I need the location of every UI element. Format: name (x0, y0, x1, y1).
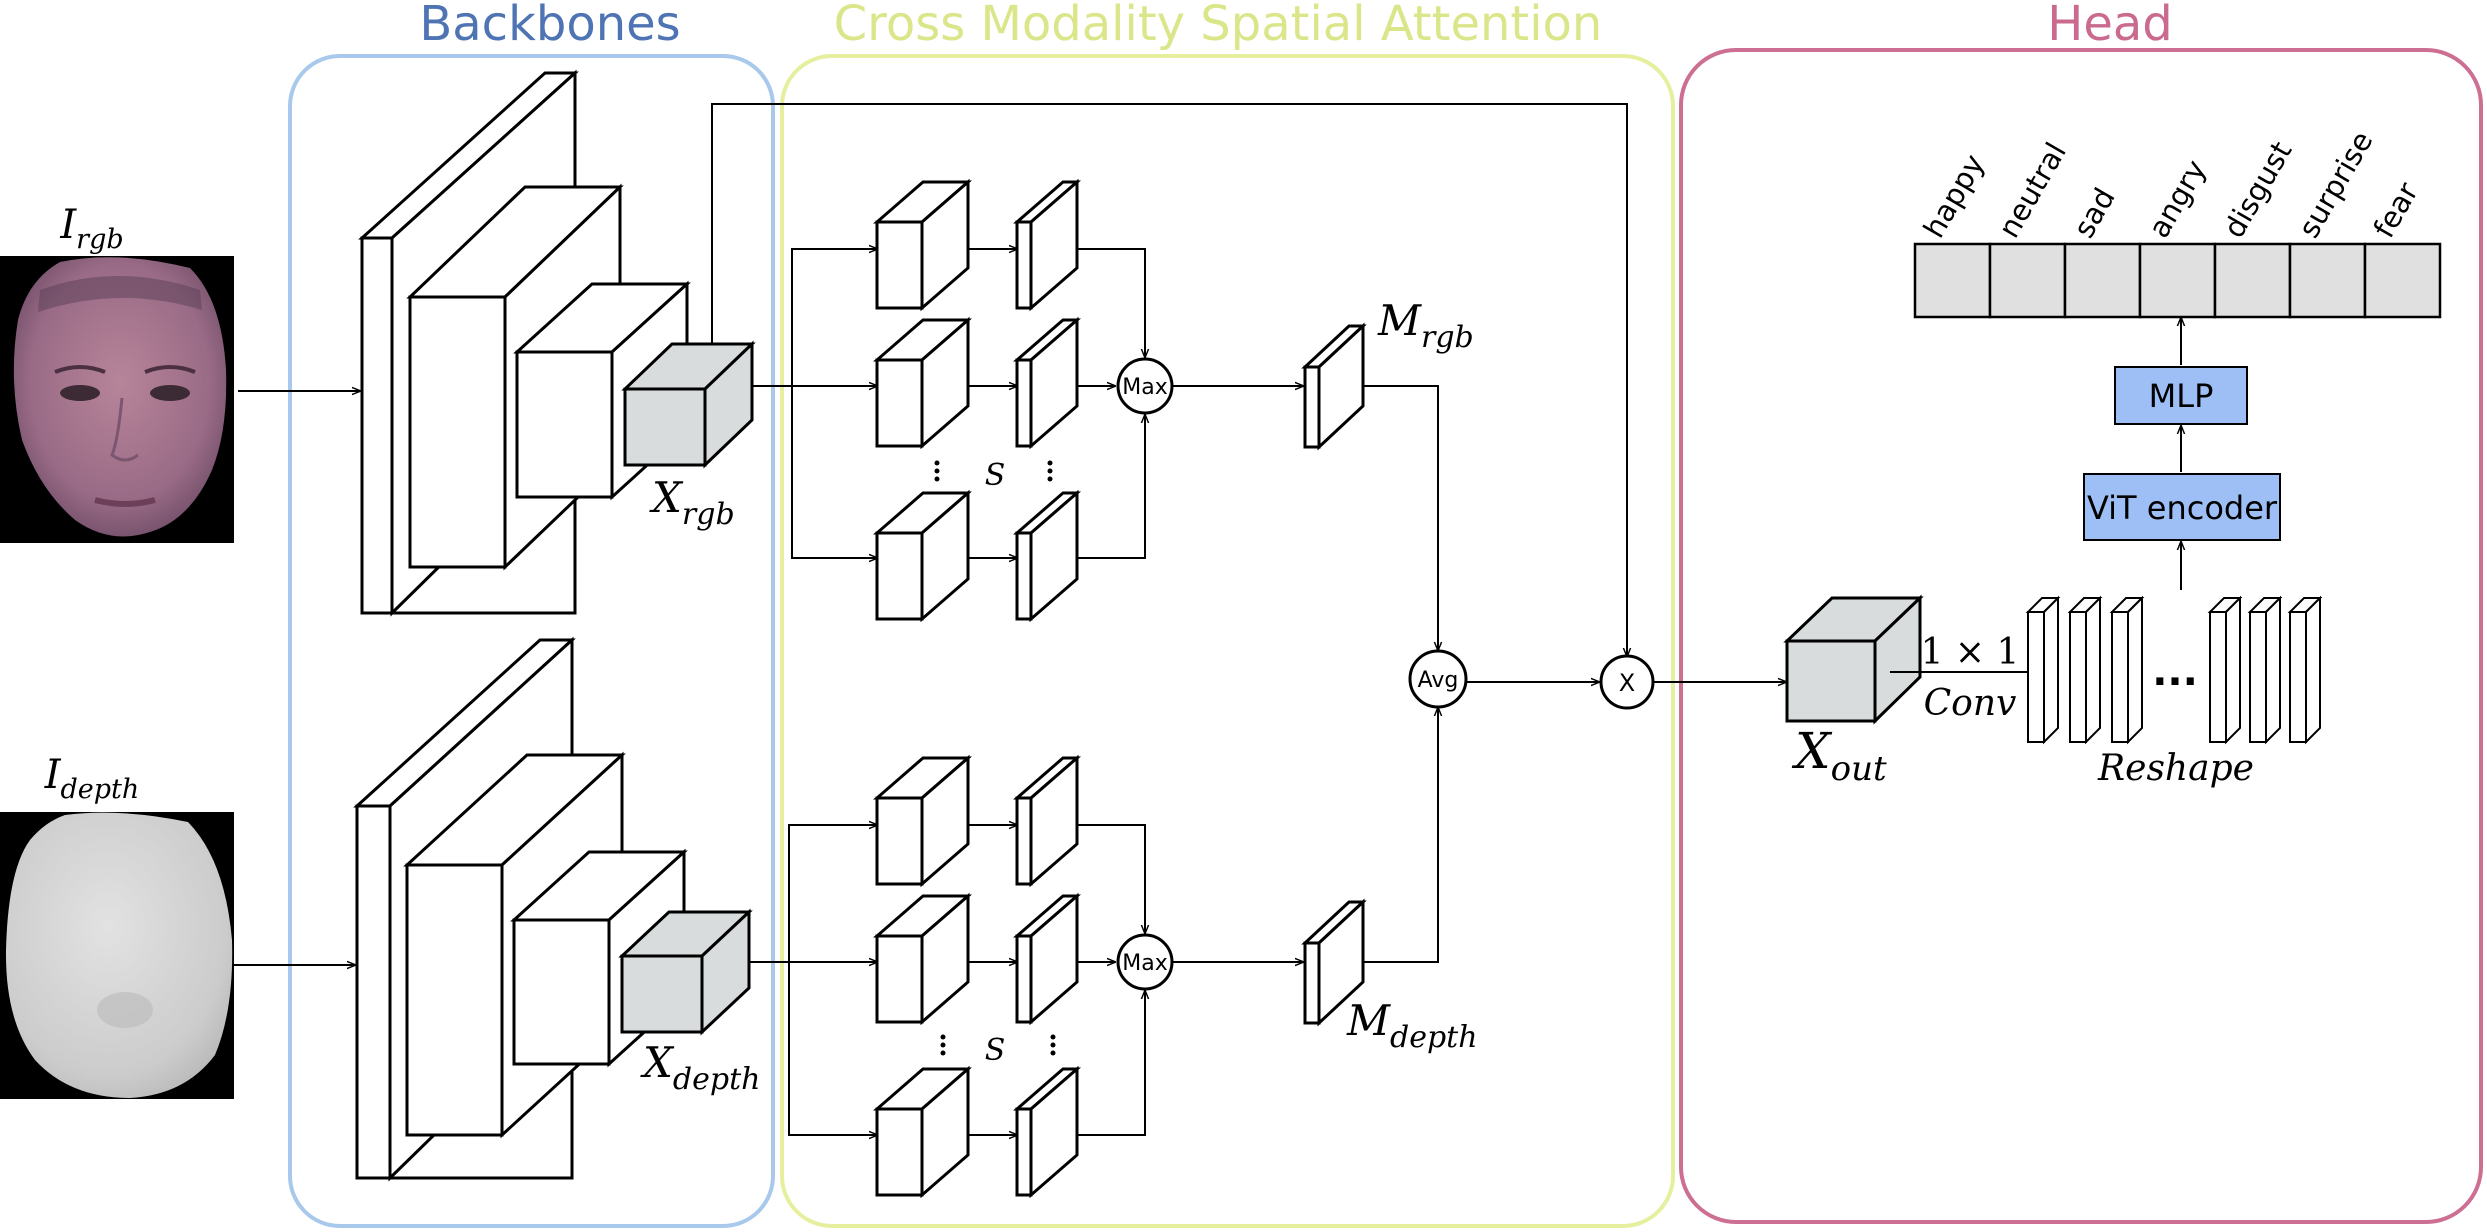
x-out-label: Xout (1791, 722, 1887, 789)
class-cell-angry (2138, 242, 2217, 319)
rgb-conv-block-1 (872, 178, 973, 312)
class-label-sad: sad (2067, 182, 2122, 243)
x-depth-label: Xdepth (640, 1038, 760, 1097)
token-2 (2067, 595, 2103, 745)
token-4 (2207, 595, 2243, 745)
depth-attention-branches (749, 708, 1438, 1135)
token-5 (2247, 595, 2283, 745)
rgb-slab-2 (1012, 316, 1082, 450)
class-cell-surprise (2288, 242, 2367, 319)
vit-encoder-box (2083, 473, 2281, 541)
depth-slab-2 (1012, 892, 1082, 1026)
class-output-bar (1913, 242, 2442, 319)
mlp-box (2114, 366, 2248, 425)
m-rgb-slab (1301, 322, 1367, 451)
m-depth-slab (1301, 898, 1367, 1027)
depth-conv-block-1 (872, 754, 973, 888)
class-cell-fear (2363, 242, 2442, 319)
svg-text:S: S (985, 458, 1006, 493)
class-label-disgust: disgust (2217, 136, 2299, 244)
svg-text:Max: Max (1122, 951, 1167, 976)
reshape-label: Reshape (2097, 748, 2254, 789)
avg-node: Avg (1408, 649, 1468, 709)
token-6 (2287, 595, 2323, 745)
depth-slab-3 (1012, 1065, 1082, 1199)
attention-title: Cross Modality Spatial Attention (834, 0, 1603, 52)
class-label-neutral: neutral (1992, 137, 2073, 244)
rgb-skip-connection (711, 103, 1627, 656)
vit-encoder-label: ViT encoder (2087, 489, 2278, 527)
rgb-backbone (358, 69, 756, 617)
rgb-s-indicator: S (934, 458, 1053, 493)
m-rgb-label: Mrgb (1377, 296, 1474, 355)
rgb-conv-block-2 (872, 316, 973, 450)
depth-slab-1 (1012, 754, 1082, 888)
class-cell-sad (2063, 242, 2142, 319)
attention-section-box (780, 54, 1675, 1228)
class-label-angry: angry (2142, 154, 2213, 243)
input-depth-label: Idepth (44, 752, 140, 805)
token-ellipsis: ... (2152, 649, 2198, 695)
input-rgb-label: Irgb (59, 202, 123, 255)
rgb-conv-block-3 (872, 489, 973, 623)
backbones-section-box (288, 54, 775, 1228)
rgb-face-image (0, 256, 234, 543)
reshape-tokens (2025, 595, 2323, 745)
max-node-depth: Max (1116, 933, 1174, 991)
multiply-node: X (1599, 654, 1655, 710)
depth-conv-block-2 (872, 892, 973, 1026)
head-section-box (1679, 48, 2483, 1224)
rgb-attention-blocks (872, 178, 1367, 623)
svg-text:Max: Max (1122, 375, 1167, 400)
conv-kernel-label: 1 × 1 (1921, 632, 2020, 673)
depth-attention-blocks (872, 754, 1367, 1199)
conv-word-label: Conv (1924, 683, 2017, 724)
depth-face-image (0, 812, 234, 1099)
depth-backbone (353, 636, 753, 1182)
svg-text:S: S (985, 1033, 1006, 1068)
svg-text:Avg: Avg (1418, 668, 1459, 693)
class-label-happy: happy (1917, 148, 1992, 243)
head-title: Head (2047, 0, 2173, 52)
x-out-cube (1783, 594, 1924, 725)
rgb-slab-1 (1012, 178, 1082, 312)
svg-text:X: X (1619, 669, 1635, 697)
x-rgb-label: Xrgb (649, 473, 735, 532)
class-cell-neutral (1988, 242, 2067, 319)
depth-conv-block-3 (872, 1065, 973, 1199)
max-node-rgb: Max (1116, 357, 1174, 415)
token-3 (2109, 595, 2145, 745)
backbones-title: Backbones (419, 0, 680, 52)
token-1 (2025, 595, 2061, 745)
class-cell-disgust (2213, 242, 2292, 319)
class-label-fear: fear (2367, 176, 2425, 243)
m-depth-label: Mdepth (1346, 996, 1478, 1055)
mlp-label: MLP (2149, 377, 2214, 415)
rgb-slab-3 (1012, 489, 1082, 623)
rgb-attention-branches (752, 249, 1438, 650)
class-cell-happy (1913, 242, 1992, 319)
depth-s-indicator: S (940, 1033, 1056, 1068)
